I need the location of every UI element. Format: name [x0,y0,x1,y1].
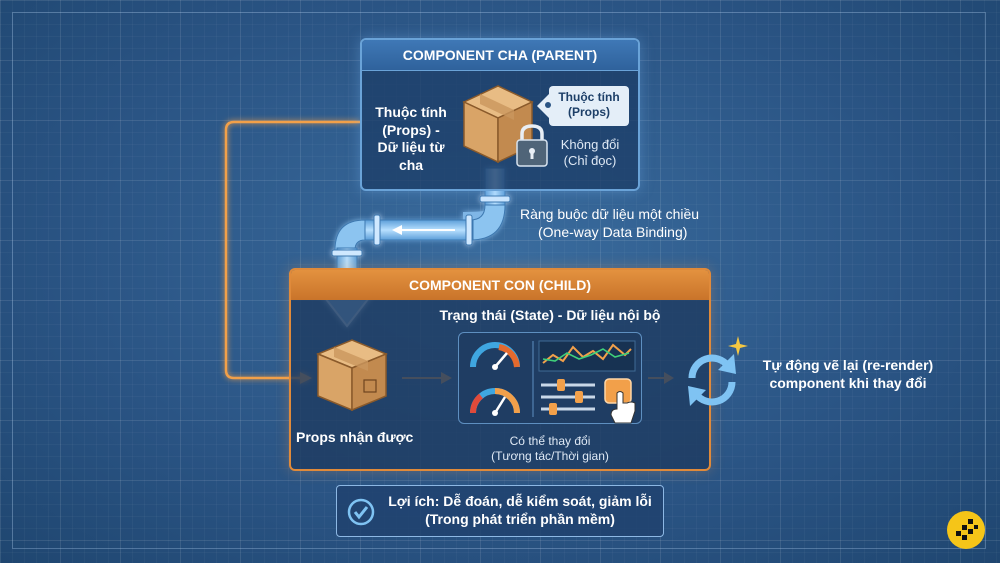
package-box-icon [462,85,548,167]
readonly-line1: Không đổi [560,137,620,152]
mutable-label: Có thể thay đổi (Tương tác/Thời gian) [455,434,645,464]
tag-line2: (Props) [568,105,610,119]
binding-line2: (One-way Data Binding) [538,223,688,240]
tag-line1: Thuộc tính [558,90,620,104]
mutable-line2: (Tương tác/Thời gian) [491,449,609,463]
parent-component-box: COMPONENT CHA (PARENT) [360,38,640,191]
sparkle-icon [728,336,748,356]
rerender-label: Tự động vẽ lại (re-render) component khi… [748,357,948,392]
rerender-line1: Tự động vẽ lại (re-render) [762,357,934,373]
props-received-label: Props nhận được [296,429,414,445]
check-circle-icon [347,498,375,526]
state-dashboard [458,332,642,424]
state-title: Trạng thái (State) - Dữ liệu nội bộ [439,307,661,323]
readonly-label: Không đổi (Chỉ đọc) [550,137,630,170]
binding-label: Ràng buộc dữ liệu một chiều (One-way Dat… [520,206,738,241]
refresh-cycle-icon [688,354,736,406]
benefit-text: Lợi ích: Dễ đoán, dễ kiểm soát, giảm lỗi… [381,493,659,528]
package-box-icon [316,339,388,412]
parent-component-title: COMPONENT CHA (PARENT) [362,40,638,71]
brand-logo-icon [947,511,985,549]
parent-props-label: Thuộc tính (Props) - Dữ liệu từ cha [368,104,454,174]
padlock-icon [516,124,548,167]
benefit-line1: Lợi ích: Dễ đoán, dễ kiểm soát, giảm lỗi [388,493,652,509]
gauge-icon [470,342,520,370]
parent-props-line3: Dữ liệu từ [377,139,445,155]
binding-line1: Ràng buộc dữ liệu một chiều [520,206,700,222]
benefit-box: Lợi ích: Dễ đoán, dễ kiểm soát, giảm lỗi… [336,485,664,537]
slider-icon [541,379,595,415]
parent-props-line1: Thuộc tính [375,104,447,120]
readonly-line2: (Chỉ đọc) [563,153,617,169]
line-chart-icon [538,340,636,372]
parent-props-line2: (Props) - [382,121,440,138]
child-component-title: COMPONENT CON (CHILD) [291,270,709,300]
benefit-line2: (Trong phát triển phần mềm) [425,510,615,527]
parent-props-line4: cha [398,156,424,173]
gauge-icon [469,388,520,416]
tap-hand-icon [604,378,636,424]
mutable-line1: Có thể thay đổi [509,434,591,448]
rerender-line2: component khi thay đổi [769,374,927,391]
price-tag-icon: Thuộc tính (Props) [537,86,629,126]
